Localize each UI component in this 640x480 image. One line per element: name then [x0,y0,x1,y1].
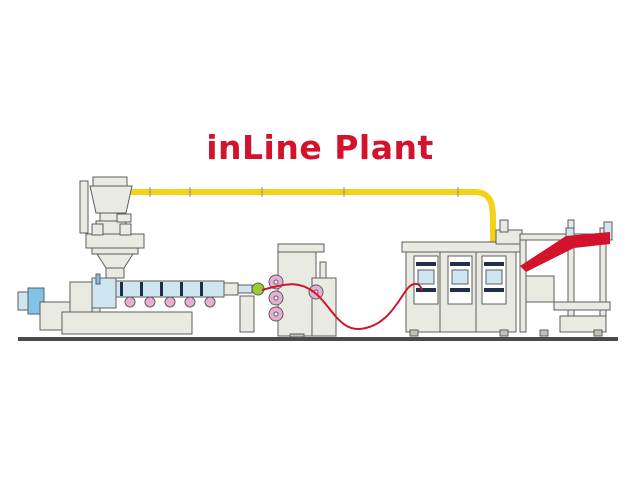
machine-feet [289,329,603,338]
floor-line [18,337,618,341]
product-film [261,232,610,331]
vacuum-loader-icon [79,176,133,236]
conveying-pipe [105,180,496,247]
calender-rolls-icon [268,243,337,337]
thermoformer-icon [401,219,555,333]
gravimetric-dosing-icon [85,223,145,279]
heater-bands [120,282,203,296]
extruder-vents [124,296,216,308]
diagram-title: inLine Plant [206,128,434,167]
extruder-icon [17,273,265,335]
